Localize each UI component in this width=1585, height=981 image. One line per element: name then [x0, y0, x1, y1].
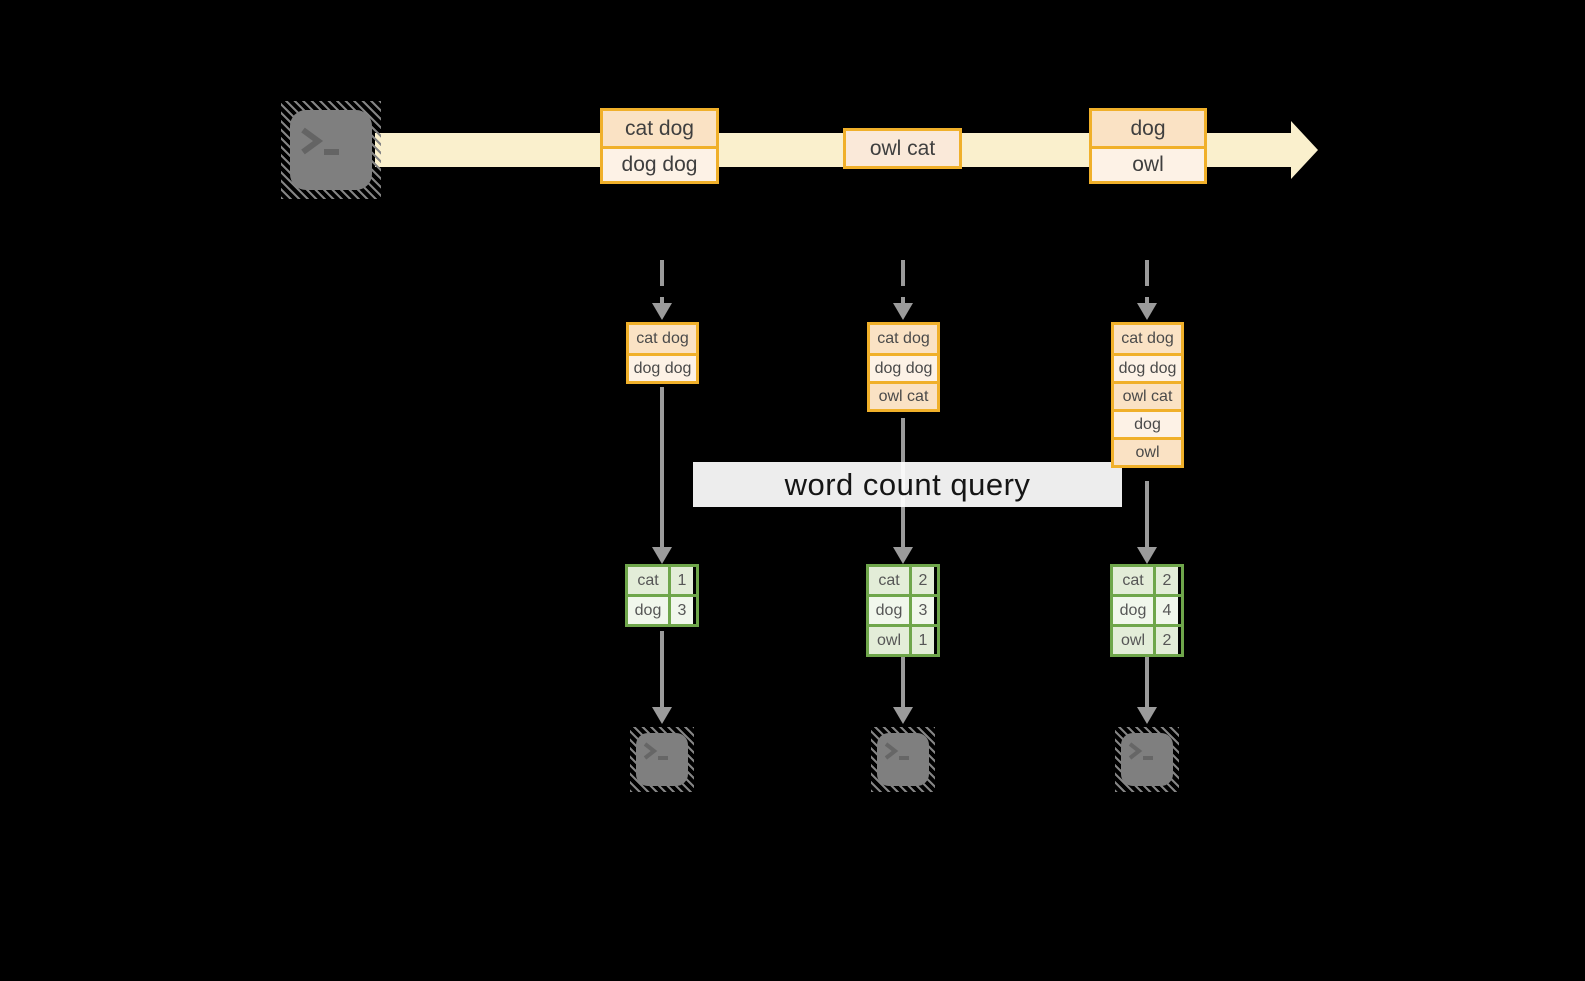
- arrow-down-head: [893, 303, 913, 320]
- connector-line: [660, 387, 664, 547]
- arrow-right-icon: [1291, 121, 1318, 179]
- count-table-1: cat 1 dog 3: [625, 564, 699, 627]
- buffer-stack-2: cat dog dog dog owl cat: [867, 322, 940, 412]
- buffer-row: dog dog: [1114, 353, 1181, 381]
- arrow-down-icon: [1145, 260, 1149, 304]
- terminal-icon: [871, 727, 935, 792]
- arrow-down-head: [652, 303, 672, 320]
- terminal-icon: [1115, 727, 1179, 792]
- count-word: dog: [869, 597, 912, 624]
- count-table-3: cat 2 dog 4 owl 2: [1110, 564, 1184, 657]
- count-value: 1: [912, 627, 934, 654]
- arrow-down-head: [893, 707, 913, 724]
- count-value: 4: [1156, 597, 1178, 624]
- count-value: 3: [671, 597, 693, 624]
- terminal-prompt-glyph: [884, 742, 909, 760]
- count-word: cat: [869, 567, 912, 594]
- arrow-down-head: [893, 547, 913, 564]
- buffer-row: dog dog: [629, 353, 696, 381]
- buffer-row: cat dog: [629, 325, 696, 353]
- event-line: owl cat: [846, 131, 959, 166]
- connector-line: [901, 657, 905, 707]
- buffer-row: cat dog: [870, 325, 937, 353]
- stream-event-box-3: dog owl: [1089, 108, 1207, 184]
- count-row: dog 3: [869, 594, 937, 624]
- count-word: owl: [1113, 627, 1156, 654]
- buffer-row: owl: [1114, 437, 1181, 465]
- arrow-down-icon: [901, 260, 905, 304]
- count-value: 1: [671, 567, 693, 594]
- terminal-icon: [281, 101, 381, 199]
- buffer-row: dog dog: [870, 353, 937, 381]
- event-line: cat dog: [603, 111, 716, 146]
- count-value: 2: [1156, 567, 1178, 594]
- buffer-row: dog: [1114, 409, 1181, 437]
- count-word: dog: [628, 597, 671, 624]
- arrow-down-head: [652, 547, 672, 564]
- buffer-row: owl cat: [1114, 381, 1181, 409]
- count-word: cat: [1113, 567, 1156, 594]
- arrow-down-head: [1137, 303, 1157, 320]
- count-value: 2: [1156, 627, 1178, 654]
- count-word: cat: [628, 567, 671, 594]
- terminal-prompt-glyph: [1128, 742, 1153, 760]
- count-row: cat 1: [628, 567, 696, 594]
- count-value: 2: [912, 567, 934, 594]
- stream-event-box-1: cat dog dog dog: [600, 108, 719, 184]
- buffer-stack-3: cat dog dog dog owl cat dog owl: [1111, 322, 1184, 468]
- count-row: cat 2: [869, 567, 937, 594]
- arrow-down-head: [652, 707, 672, 724]
- connector-line: [1145, 481, 1149, 547]
- count-value: 3: [912, 597, 934, 624]
- event-line: dog: [1092, 111, 1204, 146]
- terminal-prompt-glyph: [643, 742, 668, 760]
- connector-line: [660, 631, 664, 707]
- query-label-bar: word count query: [693, 462, 1122, 507]
- count-row: cat 2: [1113, 567, 1181, 594]
- arrow-down-head: [1137, 547, 1157, 564]
- count-row: dog 4: [1113, 594, 1181, 624]
- count-row: owl 1: [869, 624, 937, 654]
- buffer-stack-1: cat dog dog dog: [626, 322, 699, 384]
- terminal-icon: [630, 727, 694, 792]
- count-word: owl: [869, 627, 912, 654]
- event-line: owl: [1092, 146, 1204, 181]
- stream-event-box-2: owl cat: [843, 128, 962, 169]
- connector-line: [1145, 657, 1149, 707]
- count-row: owl 2: [1113, 624, 1181, 654]
- event-line: dog dog: [603, 146, 716, 181]
- arrow-down-head: [1137, 707, 1157, 724]
- arrow-down-icon: [660, 260, 664, 304]
- count-table-2: cat 2 dog 3 owl 1: [866, 564, 940, 657]
- terminal-prompt-glyph: [301, 127, 339, 155]
- buffer-row: owl cat: [870, 381, 937, 409]
- count-word: dog: [1113, 597, 1156, 624]
- buffer-row: cat dog: [1114, 325, 1181, 353]
- query-label: word count query: [784, 466, 1031, 502]
- count-row: dog 3: [628, 594, 696, 624]
